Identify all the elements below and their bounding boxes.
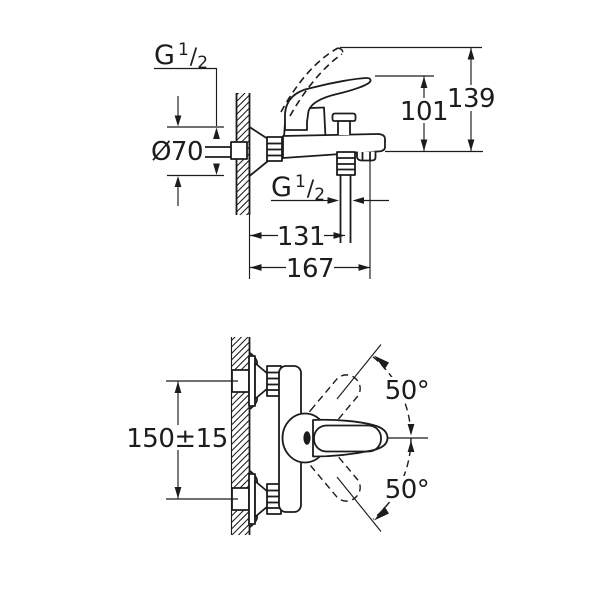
lever-pivot-slot [303, 431, 311, 445]
connection-spacing-dimension: 150±15 [126, 380, 238, 500]
upper-escutcheon-cone [254, 362, 269, 400]
handle-lever-front [312, 418, 389, 458]
lower-connection [231, 470, 282, 528]
lever-raised-dashed [280, 47, 344, 117]
lower-escutcheon-cone [254, 480, 269, 518]
upper-swivel-angle-label: 50° [385, 376, 430, 406]
diverter-knob [331, 112, 357, 135]
height-139-label: 139 [447, 84, 495, 114]
supply-square-fitting-side [230, 141, 248, 160]
swivel-angle-dimension: 50° 50° [336, 344, 430, 532]
depth-167-label: 167 [286, 254, 334, 284]
lever-grip-outline [313, 424, 382, 453]
shower-outlet-nut [336, 151, 356, 176]
shower-outlet-pipe [339, 175, 352, 243]
escutcheon-side [248, 126, 269, 177]
depth-131-dimension: 131 [249, 222, 345, 252]
diameter-dimension: Ø70 [151, 96, 224, 206]
connection-spacing-label: 150±15 [126, 424, 228, 454]
height-101-dimension: 101 [375, 75, 449, 151]
front-view: 50° 50° 150±15 [126, 337, 430, 535]
depth-167-dimension: 167 [249, 254, 370, 284]
supply-pipe-side [205, 146, 231, 158]
spout-aerator [356, 151, 377, 162]
diameter-label: Ø70 [151, 137, 203, 167]
union-nut-side [266, 136, 283, 162]
depth-131-label: 131 [277, 222, 325, 252]
height-139-dimension: 139 [340, 46, 496, 153]
lower-swivel-angle-label: 50° [385, 475, 430, 505]
height-101-label: 101 [400, 97, 448, 127]
